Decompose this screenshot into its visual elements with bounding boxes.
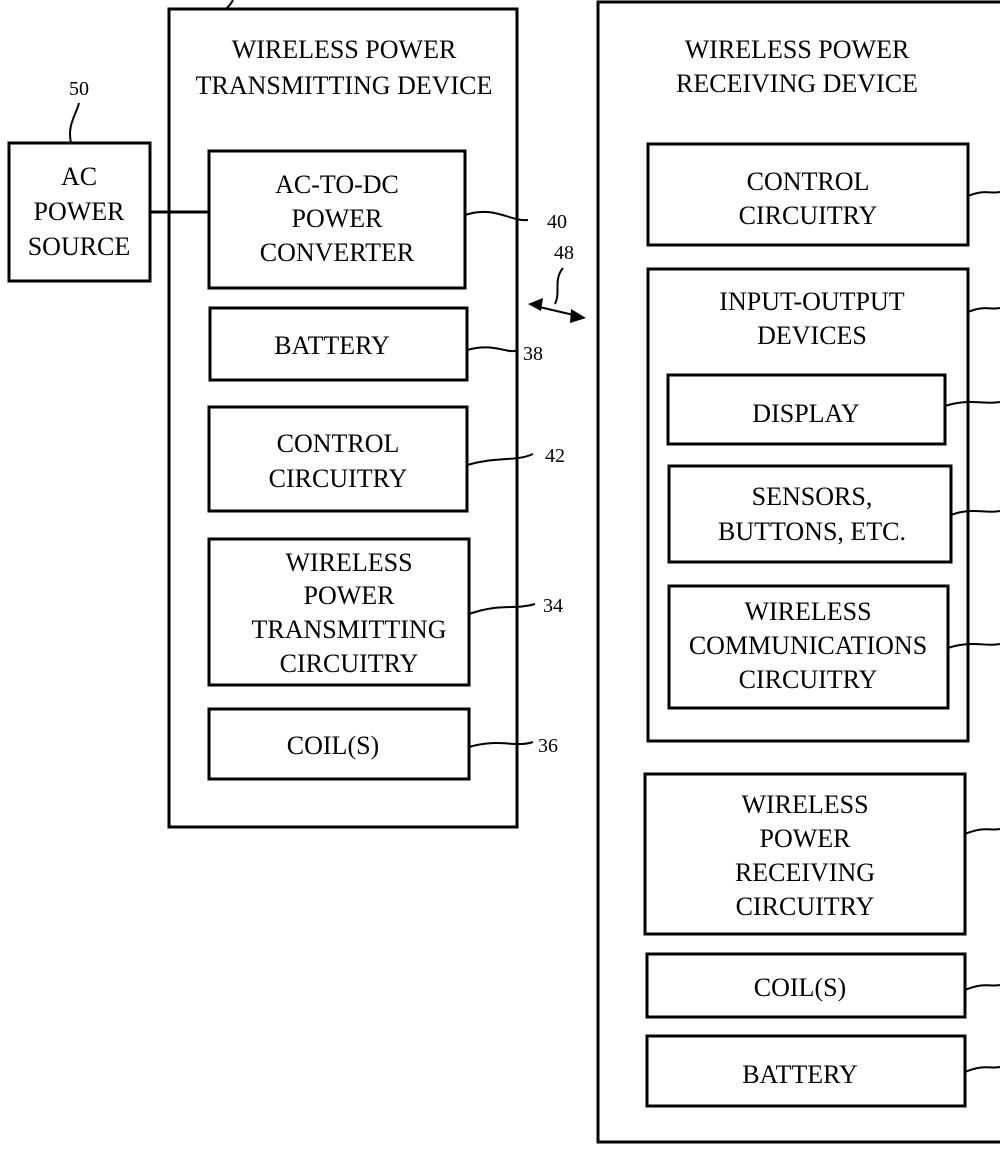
tx-circuitry-box bbox=[207, 537, 471, 687]
ac-power-source-box bbox=[7, 141, 152, 283]
wireless-link-arrowhead-left bbox=[528, 298, 543, 311]
transmitter-title-line-1: WIRELESS POWER bbox=[232, 35, 457, 64]
display-label: DISPLAY bbox=[752, 399, 860, 428]
transmitter-control-label-line-2: CIRCUITRY bbox=[269, 464, 408, 493]
receiver-battery-label: BATTERY bbox=[742, 1060, 858, 1089]
display-block: DISPLAY bbox=[666, 373, 1000, 446]
transmitter-control-box bbox=[207, 405, 469, 513]
receiver-battery-box bbox=[645, 1034, 967, 1108]
ac-dc-converter-ref-leader bbox=[464, 210, 529, 222]
rx-circuitry-box bbox=[643, 772, 967, 936]
receiver-coils-ref-leader bbox=[964, 984, 1000, 991]
receiver-coils-label: COIL(S) bbox=[754, 973, 846, 1002]
transmitter-control-block: CONTROL CIRCUITRY 42 bbox=[207, 405, 565, 513]
wireless-comm-label-line-3: CIRCUITRY bbox=[739, 665, 878, 694]
display-ref-leader bbox=[944, 401, 1000, 407]
receiver-battery-ref-leader bbox=[964, 1066, 1000, 1073]
rx-circuitry-label-line-1: WIRELESS bbox=[741, 790, 868, 819]
ac-dc-converter-ref: 40 bbox=[547, 211, 567, 233]
transmitter-coils-ref-leader bbox=[468, 741, 534, 748]
receiver-title-line-1: WIRELESS POWER bbox=[685, 35, 910, 64]
wireless-comm-ref-leader bbox=[947, 643, 1000, 649]
transmitter-control-ref-leader bbox=[466, 453, 534, 466]
wireless-comm-block: WIRELESS COMMUNICATIONS CIRCUITRY bbox=[667, 584, 1000, 710]
tx-circuitry-label-line-1: WIRELESS bbox=[285, 548, 412, 577]
ac-dc-converter-label-line-3: CONVERTER bbox=[260, 238, 415, 267]
transmitter-battery-box bbox=[208, 306, 469, 382]
display-box bbox=[666, 373, 947, 446]
receiver-control-label-line-1: CONTROL bbox=[747, 167, 870, 196]
ac-power-source-block: 50 AC POWER SOURCE bbox=[7, 78, 209, 283]
wireless-link-arrowhead-right bbox=[570, 309, 586, 323]
ac-power-source-ref: 50 bbox=[69, 78, 89, 100]
ac-power-source-label-line-3: SOURCE bbox=[28, 232, 131, 261]
tx-circuitry-block: WIRELESS POWER TRANSMITTING CIRCUITRY 34 bbox=[207, 537, 563, 687]
sensors-ref-leader bbox=[950, 510, 1000, 516]
wireless-link-ref: 48 bbox=[554, 242, 574, 264]
io-devices-block: INPUT-OUTPUT DEVICES DISPLAY SENSORS, BU… bbox=[646, 267, 1000, 743]
io-devices-title-line-1: INPUT-OUTPUT bbox=[719, 287, 904, 316]
wireless-link-ref-leader bbox=[554, 267, 564, 305]
rx-circuitry-label-line-3: RECEIVING bbox=[735, 858, 875, 887]
sensors-box bbox=[667, 464, 953, 564]
receiver-battery-block: BATTERY bbox=[645, 1034, 1000, 1108]
receiver-control-label-line-2: CIRCUITRY bbox=[739, 201, 878, 230]
ac-dc-converter-label-line-2: POWER bbox=[292, 204, 384, 233]
receiver-control-box bbox=[646, 142, 970, 247]
ac-power-source-label-line-1: AC bbox=[61, 162, 97, 191]
transmitter-battery-ref: 38 bbox=[523, 343, 543, 365]
wireless-comm-label-line-1: WIRELESS bbox=[744, 597, 871, 626]
transmitter-battery-block: BATTERY 38 bbox=[208, 306, 543, 382]
sensors-label-line-2: BUTTONS, ETC. bbox=[718, 517, 906, 546]
wireless-comm-box bbox=[667, 584, 950, 710]
ac-power-source-ref-leader bbox=[69, 102, 80, 144]
rx-circuitry-ref-leader bbox=[964, 828, 1000, 835]
transmitter-control-label-line-1: CONTROL bbox=[277, 429, 400, 458]
ac-power-source-label-line-2: POWER bbox=[34, 197, 126, 226]
tx-circuitry-label-line-4: CIRCUITRY bbox=[280, 649, 419, 678]
receiver-control-ref-leader bbox=[967, 191, 1000, 197]
tx-circuitry-ref: 34 bbox=[543, 595, 563, 617]
io-devices-ref-leader bbox=[967, 307, 1000, 313]
tx-circuitry-label-line-3: TRANSMITTING bbox=[252, 615, 447, 644]
sensors-label-line-1: SENSORS, bbox=[752, 482, 873, 511]
sensors-block: SENSORS, BUTTONS, ETC. bbox=[667, 464, 1000, 564]
transmitter-control-ref: 42 bbox=[545, 445, 565, 467]
rx-circuitry-label-line-2: POWER bbox=[760, 824, 852, 853]
rx-circuitry-label-line-4: CIRCUITRY bbox=[736, 892, 875, 921]
transmitter-coils-ref: 36 bbox=[538, 735, 558, 757]
transmitter-coils-label: COIL(S) bbox=[287, 731, 379, 760]
transmitter-coils-box bbox=[207, 707, 471, 781]
rx-circuitry-block: WIRELESS POWER RECEIVING CIRCUITRY bbox=[643, 772, 1000, 936]
transmitter-device: WIRELESS POWER TRANSMITTING DEVICE AC-TO… bbox=[167, 0, 567, 829]
wireless-comm-label-line-2: COMMUNICATIONS bbox=[689, 631, 927, 660]
transmitter-battery-ref-leader bbox=[466, 346, 519, 353]
wireless-link: 48 bbox=[528, 242, 586, 323]
ac-dc-converter-block: AC-TO-DC POWER CONVERTER 40 bbox=[207, 149, 567, 290]
transmitter-battery-label: BATTERY bbox=[274, 331, 390, 360]
ac-dc-converter-box bbox=[207, 149, 467, 290]
tx-circuitry-ref-leader bbox=[468, 603, 536, 615]
receiver-device: WIRELESS POWER RECEIVING DEVICE CONTROL … bbox=[596, 0, 1000, 1144]
receiver-coils-box bbox=[645, 952, 967, 1019]
transmitter-title-line-2: TRANSMITTING DEVICE bbox=[196, 71, 493, 100]
transmitter-coils-block: COIL(S) 36 bbox=[207, 707, 558, 781]
io-devices-title-line-2: DEVICES bbox=[757, 321, 867, 350]
receiver-coils-block: COIL(S) bbox=[645, 952, 1000, 1019]
receiver-title-line-2: RECEIVING DEVICE bbox=[676, 69, 918, 98]
ac-dc-converter-label-line-1: AC-TO-DC bbox=[275, 170, 399, 199]
tx-circuitry-label-line-2: POWER bbox=[304, 581, 396, 610]
receiver-control-block: CONTROL CIRCUITRY bbox=[646, 142, 1000, 247]
